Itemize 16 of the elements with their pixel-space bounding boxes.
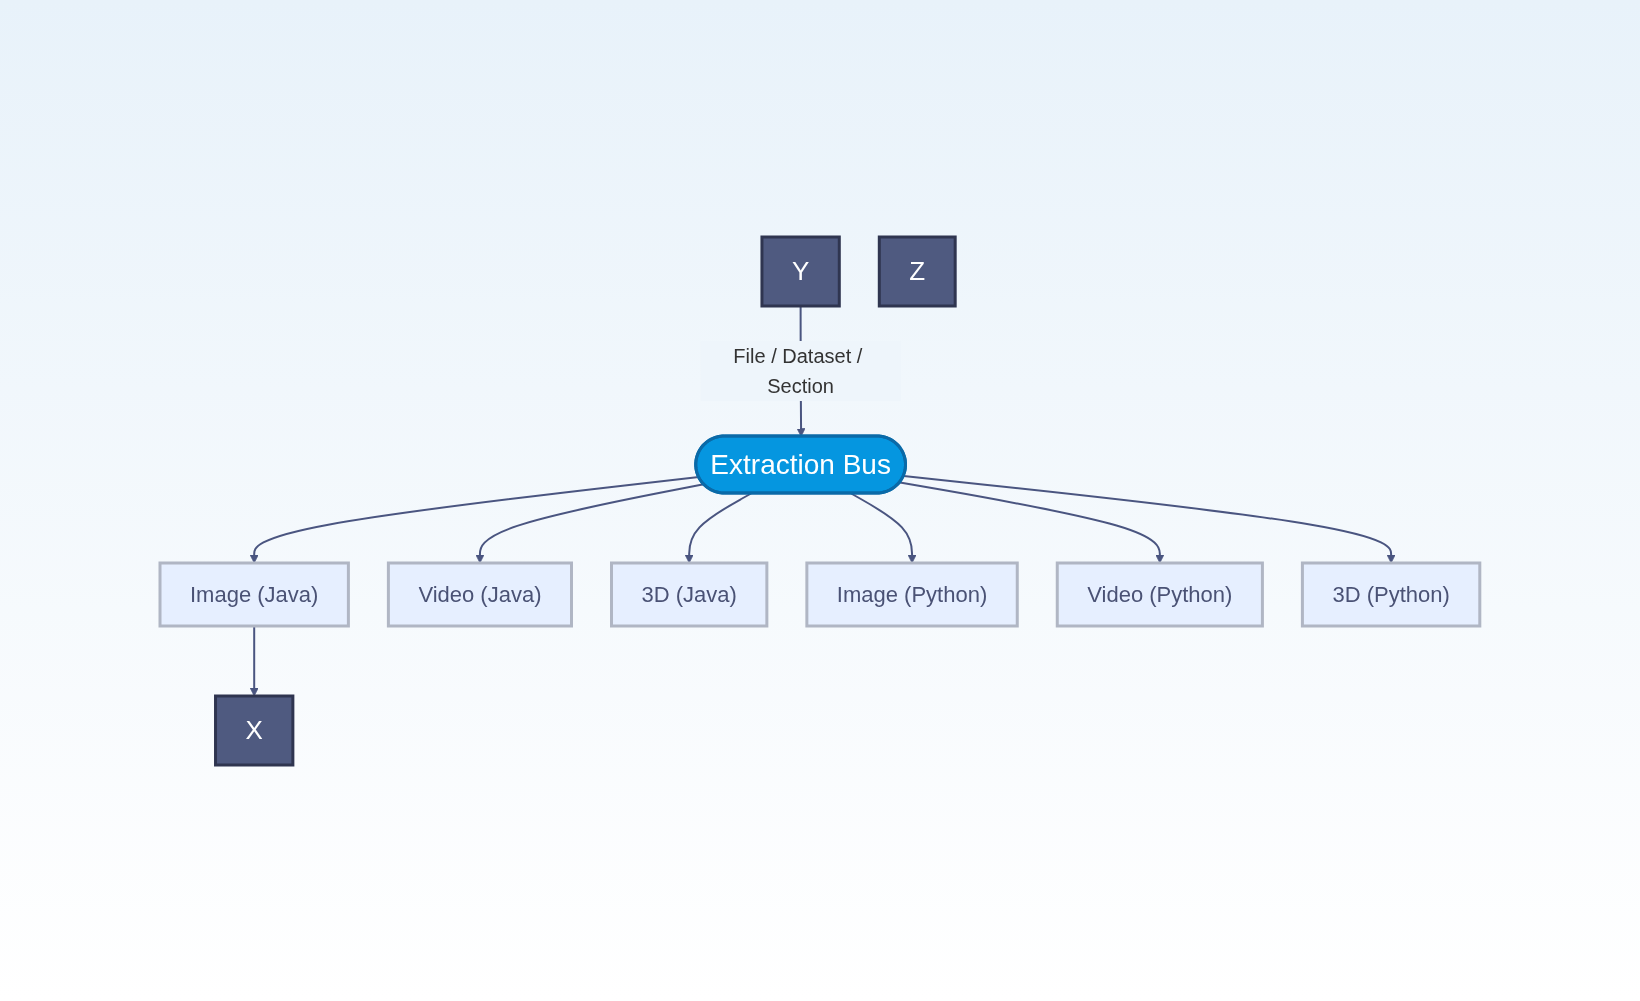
node-box: X (214, 694, 295, 766)
arrow (850, 492, 917, 563)
node-box: 3D (Python) (1301, 561, 1482, 627)
arrow (684, 492, 753, 563)
arrow (249, 475, 700, 563)
arrow (902, 474, 1396, 563)
node-box: Video (Java) (387, 561, 574, 627)
node-box: Video (Python) (1055, 561, 1264, 627)
node-box: Image (Python) (805, 561, 1019, 627)
arrow (475, 482, 705, 563)
node-box: Z (877, 235, 957, 307)
node-box: Image (Java) (158, 561, 350, 627)
arrow (899, 481, 1165, 563)
node-box: 3D (Java) (610, 561, 769, 627)
node-box: Y (760, 235, 841, 307)
edge-label: File / Dataset / Section (733, 344, 863, 397)
